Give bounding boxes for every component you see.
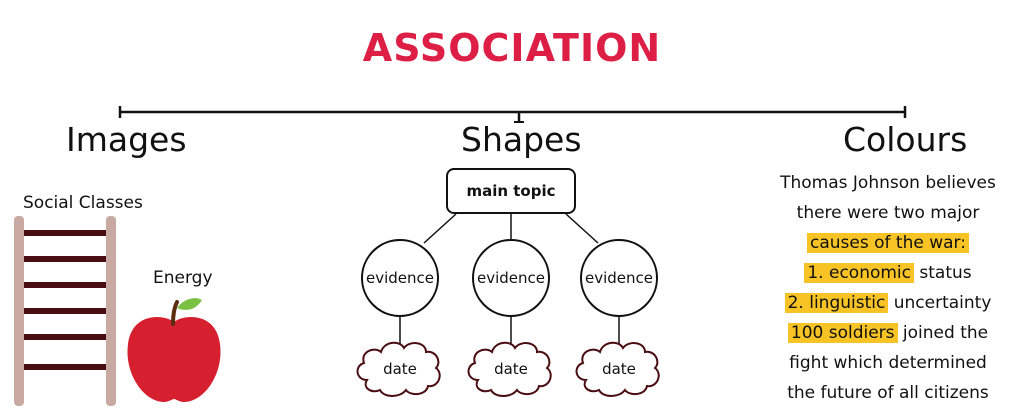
colours-text-linguistic-rest: uncertainty <box>888 293 992 313</box>
colours-line: causes of the war: <box>760 228 1016 258</box>
colours-line: the future of all citizens <box>787 383 989 403</box>
apple-icon <box>127 298 221 402</box>
page-title: ASSOCIATION <box>362 26 662 70</box>
main-topic-box: main topic <box>446 168 576 214</box>
colours-line: 2. linguistic uncertainty <box>760 288 1016 318</box>
ladder-label: Social Classes <box>23 193 143 213</box>
timeline-connector <box>118 106 907 123</box>
evidence-circle-1: evidence <box>361 239 439 317</box>
ladder-icon <box>14 216 116 406</box>
date-cloud-1: date <box>383 360 417 378</box>
colours-line: there were two major <box>796 203 980 223</box>
evidence-circle-3: evidence <box>580 239 658 317</box>
colours-line: 1. economic status <box>760 258 1016 288</box>
highlight-causes: causes of the war: <box>807 233 969 253</box>
highlight-economic: 1. economic <box>804 263 914 283</box>
highlight-soldiers: 100 soldiers <box>787 323 898 343</box>
date-cloud-2: date <box>494 360 528 378</box>
colours-paragraph: Thomas Johnson believes there were two m… <box>760 168 1016 408</box>
colours-text-soldiers-rest: joined the <box>897 323 989 343</box>
heading-colours: Colours <box>843 120 968 159</box>
date-cloud-3: date <box>602 360 636 378</box>
evidence-circle-2: evidence <box>472 239 550 317</box>
colours-line: 100 soldiers joined the <box>760 318 1016 348</box>
colours-line: Thomas Johnson believes <box>780 173 996 193</box>
apple-label: Energy <box>153 268 213 288</box>
colours-line: fight which determined <box>789 353 987 373</box>
colours-text-economic-rest: status <box>914 263 972 283</box>
heading-shapes: Shapes <box>461 120 582 159</box>
highlight-linguistic: 2. linguistic <box>784 293 889 313</box>
heading-images: Images <box>66 120 187 159</box>
